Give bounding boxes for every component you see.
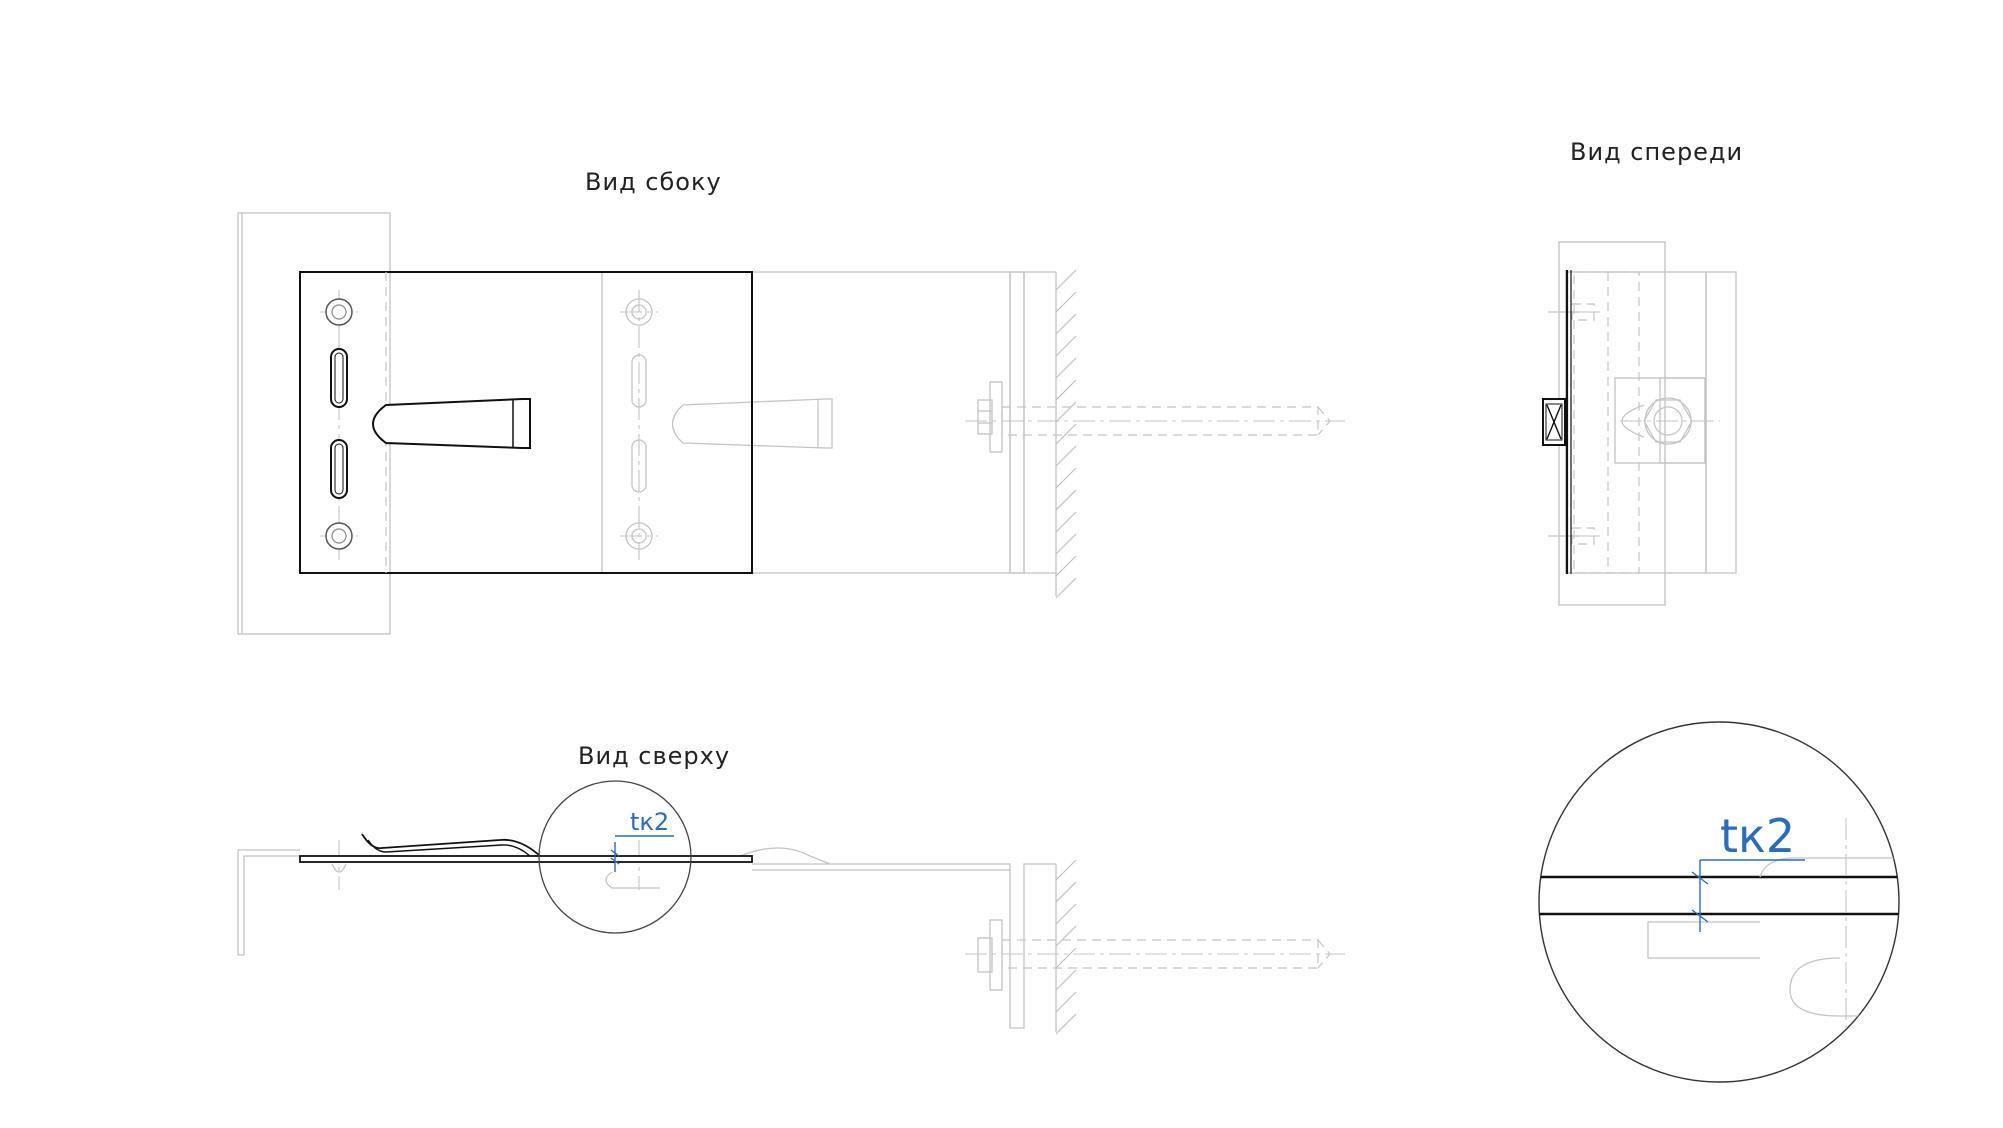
large-thickness-dimension: tк2: [1691, 809, 1805, 932]
top-spring-clip: [361, 833, 541, 857]
side-bolt-hole-bottom: [325, 522, 353, 550]
side-ghost-parts: [601, 272, 833, 573]
side-view: Вид сбоку: [237, 168, 1345, 635]
side-slot-upper: [330, 348, 348, 408]
small-thickness-dimension: tк2: [610, 808, 674, 872]
front-bracket: [1558, 241, 1666, 606]
top-main-plate: [299, 855, 753, 863]
top-view: Вид сверху: [237, 742, 1345, 1035]
side-anchor-bolt: [965, 381, 1345, 453]
side-bolt-hole-top: [325, 298, 353, 326]
large-thickness-label: tк2: [1720, 809, 1795, 863]
side-slot-lower: [330, 439, 348, 499]
side-bracket-plate: [237, 212, 391, 635]
front-view-label: Вид спереди: [1570, 138, 1743, 166]
side-view-label: Вид сбоку: [585, 168, 722, 196]
top-anchor-bolt: [965, 919, 1345, 991]
top-wall-hatch: [1055, 859, 1077, 1035]
side-extension-profile: [751, 271, 1011, 574]
detail-circle: [1538, 721, 1900, 1083]
detail-view: tк2: [1538, 721, 1900, 1083]
side-wall-hatch: [1055, 269, 1077, 599]
top-bracket-angle: [237, 849, 300, 955]
small-thickness-label: tк2: [630, 808, 669, 836]
front-extension: [1705, 271, 1737, 574]
top-view-label: Вид сверху: [578, 742, 730, 770]
front-spring-clip: [1542, 398, 1566, 446]
front-view: Вид спереди: [1542, 138, 1743, 606]
side-spring-clip: [372, 398, 531, 449]
detail-callout-circle: [538, 780, 692, 934]
front-bolt-head: [1614, 377, 1720, 464]
